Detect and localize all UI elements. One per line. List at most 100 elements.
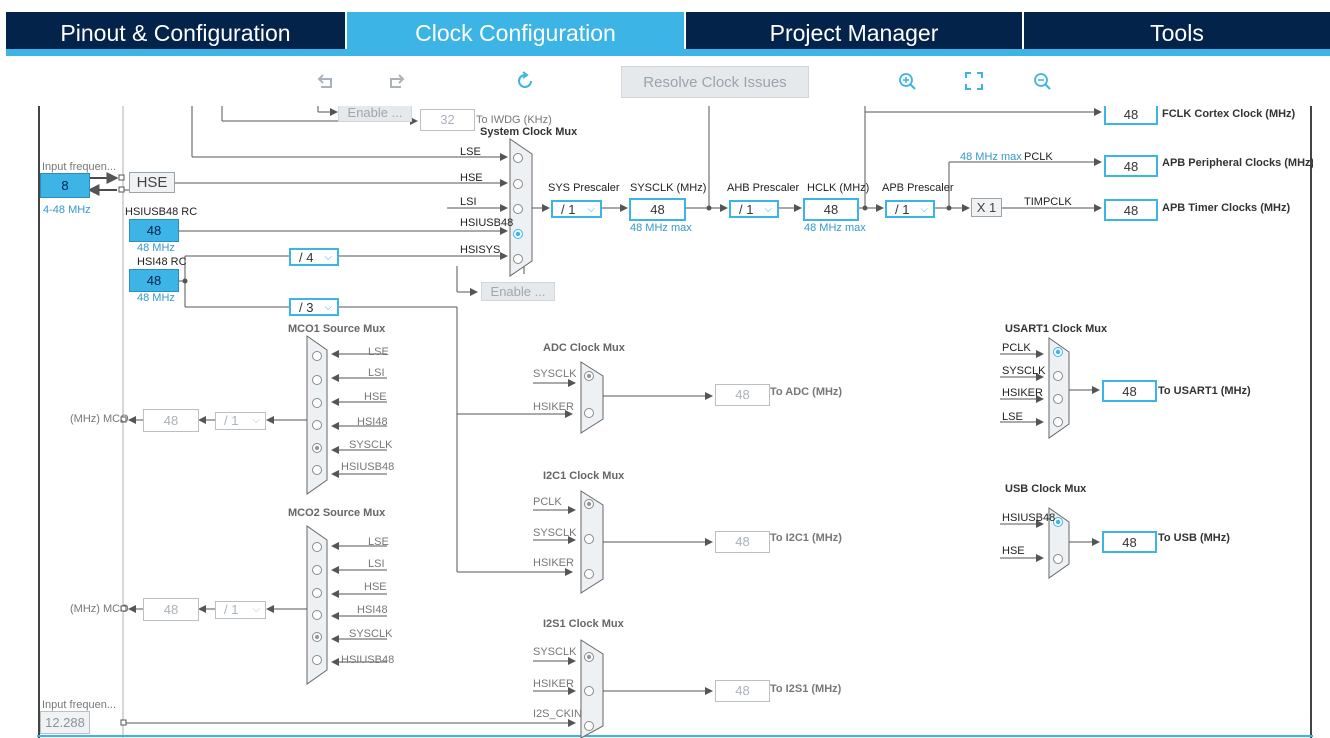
- active-tab-underline: [6, 49, 1330, 56]
- mco1-input-sysclk: SYSCLK: [349, 439, 393, 451]
- i2c1-destination-label: To I2C1 (MHz): [770, 532, 842, 544]
- timpclk-label: TIMPCLK: [1024, 196, 1072, 208]
- undo-icon[interactable]: [314, 70, 340, 96]
- mco2-input-hse: HSE: [364, 581, 387, 593]
- mco2-input-lsi: LSI: [368, 558, 385, 570]
- zoom-in-icon[interactable]: [894, 70, 920, 96]
- fit-to-screen-icon[interactable]: [961, 70, 987, 96]
- adc-input-hsiker: HSIKER: [533, 401, 574, 413]
- chevron-down-icon: ⌵: [324, 252, 332, 263]
- system-clock-mux-title: System Clock Mux: [480, 126, 578, 138]
- fclk-label: FCLK Cortex Clock (MHz): [1162, 108, 1296, 120]
- hclk-max-label: 48 MHz max: [804, 222, 866, 234]
- adc-input-sysclk: SYSCLK: [533, 368, 577, 380]
- apb-prescaler-value: / 1: [895, 202, 910, 217]
- mco1-input-hsiusb48: HSIUSB48: [341, 461, 395, 473]
- zoom-out-icon[interactable]: [1029, 70, 1055, 96]
- mco2-mux-title: MCO2 Source Mux: [288, 507, 386, 519]
- mco2-input-sysclk: SYSCLK: [349, 628, 393, 640]
- usb-input-hsiusb48: HSIUSB48: [1002, 512, 1056, 524]
- i2s1-input-i2s-ckin: I2S_CKIN: [533, 708, 582, 720]
- hsiusb48-value-field: 48: [129, 219, 179, 242]
- hsi48-div4-select[interactable]: / 4 ⌵: [289, 248, 339, 266]
- i2s1-input-hsiker: HSIKER: [533, 678, 574, 690]
- usart1-input-hsiker: HSIKER: [1002, 387, 1043, 399]
- timer-multiplier-label: X 1: [971, 198, 1002, 217]
- apb-timer-value-field[interactable]: 48: [1104, 199, 1158, 221]
- hclk-label: HCLK (MHz): [807, 182, 870, 194]
- mco1-divider-select[interactable]: / 1 ⌵: [215, 412, 266, 430]
- i2s-input-field[interactable]: 12.288: [40, 711, 90, 734]
- hse-input-field[interactable]: 8: [40, 173, 90, 198]
- usb-input-hse: HSE: [1002, 545, 1025, 557]
- refresh-icon[interactable]: [512, 70, 538, 96]
- sys-prescaler-value: / 1: [561, 202, 576, 217]
- ahb-prescaler-label: AHB Prescaler: [727, 182, 800, 194]
- resolve-clock-issues-button[interactable]: Resolve Clock Issues: [621, 66, 809, 98]
- hsi48-rc-label: HSI48 RC: [137, 256, 187, 268]
- mco2-value-field[interactable]: 48: [143, 598, 199, 621]
- usart1-input-sysclk: SYSCLK: [1002, 365, 1046, 377]
- adc-mux-title: ADC Clock Mux: [543, 342, 625, 354]
- usb-mux-title: USB Clock Mux: [1005, 483, 1087, 495]
- sysclk-value-field[interactable]: 48: [629, 198, 686, 221]
- apb-prescaler-select[interactable]: / 1 ⌵: [885, 200, 935, 218]
- hsiusb48-rc-label: HSIUSB48 RC: [125, 206, 198, 218]
- clock-tree-wiring: [37, 106, 1313, 738]
- i2s1-input-sysclk: SYSCLK: [533, 646, 577, 658]
- i2c1-input-sysclk: SYSCLK: [533, 527, 577, 539]
- hsi48-div3-select[interactable]: / 3⌵: [289, 298, 339, 316]
- iwdg-destination-label: To IWDG (KHz): [476, 114, 552, 126]
- redo-icon[interactable]: [382, 70, 408, 96]
- usb-value-field[interactable]: 48: [1102, 531, 1157, 553]
- i2s1-destination-label: To I2S1 (MHz): [770, 683, 842, 695]
- mco2-destination-label: (MHz) MCO: [70, 603, 129, 615]
- sys-prescaler-select[interactable]: / 1 ⌵: [551, 200, 602, 218]
- i2c1-input-hsiker: HSIKER: [533, 557, 574, 569]
- i2s1-value-field[interactable]: 48: [715, 680, 770, 702]
- chevron-down-icon: ⌵: [587, 204, 595, 215]
- mco1-value-field[interactable]: 48: [143, 409, 199, 432]
- hse-oscillator-label: HSE: [129, 172, 175, 193]
- fclk-value-field[interactable]: 48: [1104, 106, 1158, 125]
- sysmux-enable-button[interactable]: Enable ...: [481, 282, 555, 301]
- usart1-mux-title: USART1 Clock Mux: [1005, 323, 1108, 335]
- mco1-input-hsi48: HSI48: [357, 416, 388, 428]
- tab-pinout-configuration[interactable]: Pinout & Configuration: [60, 20, 291, 46]
- mco1-divider-value: / 1: [224, 413, 239, 428]
- hclk-value-field[interactable]: 48: [803, 198, 859, 221]
- tab-project-manager[interactable]: Project Manager: [769, 20, 939, 46]
- apb-max-label: 48 MHz max: [960, 151, 1022, 163]
- chevron-down-icon: ⌵: [920, 204, 928, 215]
- i2s-input-label: Input frequen...: [42, 699, 116, 711]
- sysmux-input-hse: HSE: [460, 172, 483, 184]
- tab-divider: [684, 12, 686, 49]
- i2s1-mux-title: I2S1 Clock Mux: [543, 618, 624, 630]
- chevron-down-icon: ⌵: [324, 302, 332, 313]
- sysmux-input-lse: LSE: [460, 146, 481, 158]
- iwdg-enable-button[interactable]: Enable ...: [338, 106, 412, 122]
- mco2-input-hsiusb48: HSIUSB48: [341, 654, 395, 666]
- usart1-destination-label: To USART1 (MHz): [1158, 385, 1251, 397]
- adc-value-field[interactable]: 48: [715, 384, 770, 406]
- ahb-prescaler-select[interactable]: / 1⌵: [729, 200, 779, 218]
- tab-tools[interactable]: Tools: [1150, 20, 1204, 46]
- sysmux-input-hsiusb48: HSIUSB48: [460, 217, 514, 229]
- i2c1-value-field[interactable]: 48: [715, 531, 770, 553]
- usb-destination-label: To USB (MHz): [1158, 532, 1230, 544]
- i2c1-input-pclk: PCLK: [533, 496, 562, 508]
- apb-peripheral-value-field[interactable]: 48: [1104, 155, 1158, 177]
- hsi48-div4-value: / 4: [299, 250, 314, 265]
- hse-range-label: 4-48 MHz: [43, 204, 91, 216]
- main-tab-bar: Pinout & Configuration Clock Configurati…: [6, 12, 1330, 49]
- sysclk-max-label: 48 MHz max: [630, 222, 692, 234]
- iwdg-frequency-field[interactable]: 32: [420, 109, 475, 131]
- tab-clock-configuration[interactable]: Clock Configuration: [347, 12, 684, 49]
- apb-timer-label: APB Timer Clocks (MHz): [1162, 202, 1291, 214]
- clock-tree-canvas: Enable ... 32 To IWDG (KHz) Input freque…: [37, 106, 1313, 738]
- usart1-value-field[interactable]: 48: [1102, 380, 1157, 402]
- pclk-label: PCLK: [1024, 151, 1053, 163]
- mco2-divider-select[interactable]: / 1⌵: [215, 601, 266, 619]
- mco1-destination-label: (MHz) MCO: [70, 413, 129, 425]
- chevron-down-icon: ⌵: [252, 415, 260, 426]
